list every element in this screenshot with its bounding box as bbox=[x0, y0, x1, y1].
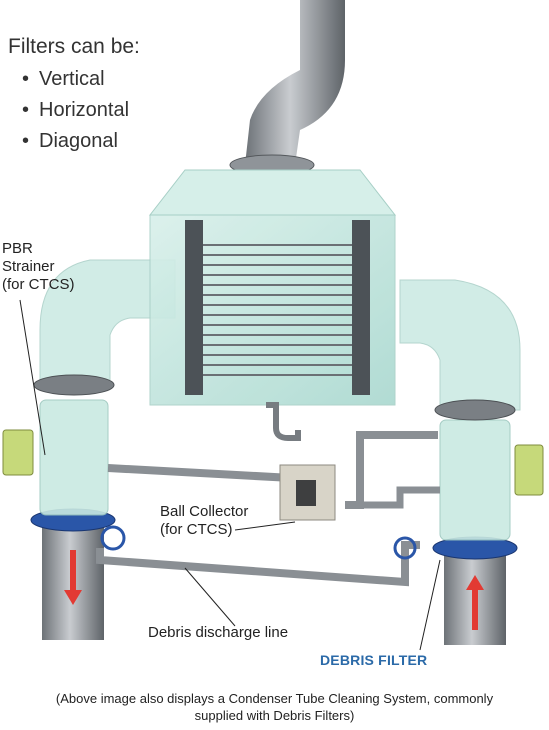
pbr-strainer-label: PBR Strainer (for CTCS) bbox=[2, 240, 75, 293]
debris-filter-label: DEBRIS FILTER bbox=[320, 652, 428, 668]
ball-collector-label: Ball Collector (for CTCS) bbox=[160, 503, 249, 538]
left-valve-actuator bbox=[2, 429, 34, 476]
orientation-diagonal: Diagonal bbox=[22, 126, 129, 157]
left-handwheel bbox=[100, 525, 126, 551]
right-to-collector-pipe bbox=[345, 486, 440, 509]
left-glass-body bbox=[39, 399, 109, 516]
pbr-leader bbox=[19, 299, 46, 456]
tube-sheet-right bbox=[352, 220, 370, 395]
debris-discharge-label: Debris discharge line bbox=[148, 624, 289, 641]
debris-filter-leader bbox=[419, 559, 441, 651]
tube-bundle bbox=[203, 244, 352, 376]
down-arrow bbox=[64, 550, 82, 605]
ball-collector-leader bbox=[234, 521, 296, 531]
figure-caption: (Above image also displays a Condenser T… bbox=[55, 691, 494, 723]
ctcs-pipe bbox=[107, 431, 438, 509]
debris-discharge-pipe bbox=[96, 541, 420, 587]
orientation-horizontal: Horizontal bbox=[22, 95, 129, 126]
drain-pipe bbox=[266, 402, 301, 441]
right-elbow bbox=[399, 279, 521, 411]
ball-collector-box bbox=[279, 464, 336, 521]
top-intake-pipe bbox=[245, 0, 345, 165]
filter-orientation-list: Vertical Horizontal Diagonal bbox=[22, 64, 129, 157]
right-handwheel bbox=[393, 536, 417, 560]
debris-line-leader bbox=[184, 567, 236, 627]
right-glass-body bbox=[439, 419, 511, 541]
condenser-box-top bbox=[148, 169, 397, 216]
right-valve-actuator bbox=[514, 444, 544, 496]
left-upper-flange bbox=[33, 374, 115, 396]
filters-title: Filters can be: bbox=[8, 35, 140, 58]
right-upper-flange bbox=[434, 399, 516, 421]
left-elbow bbox=[39, 259, 176, 381]
tube-sheet-left bbox=[185, 220, 203, 395]
ball-collector-panel bbox=[296, 480, 316, 506]
up-arrow bbox=[466, 575, 484, 630]
orientation-vertical: Vertical bbox=[22, 64, 129, 95]
